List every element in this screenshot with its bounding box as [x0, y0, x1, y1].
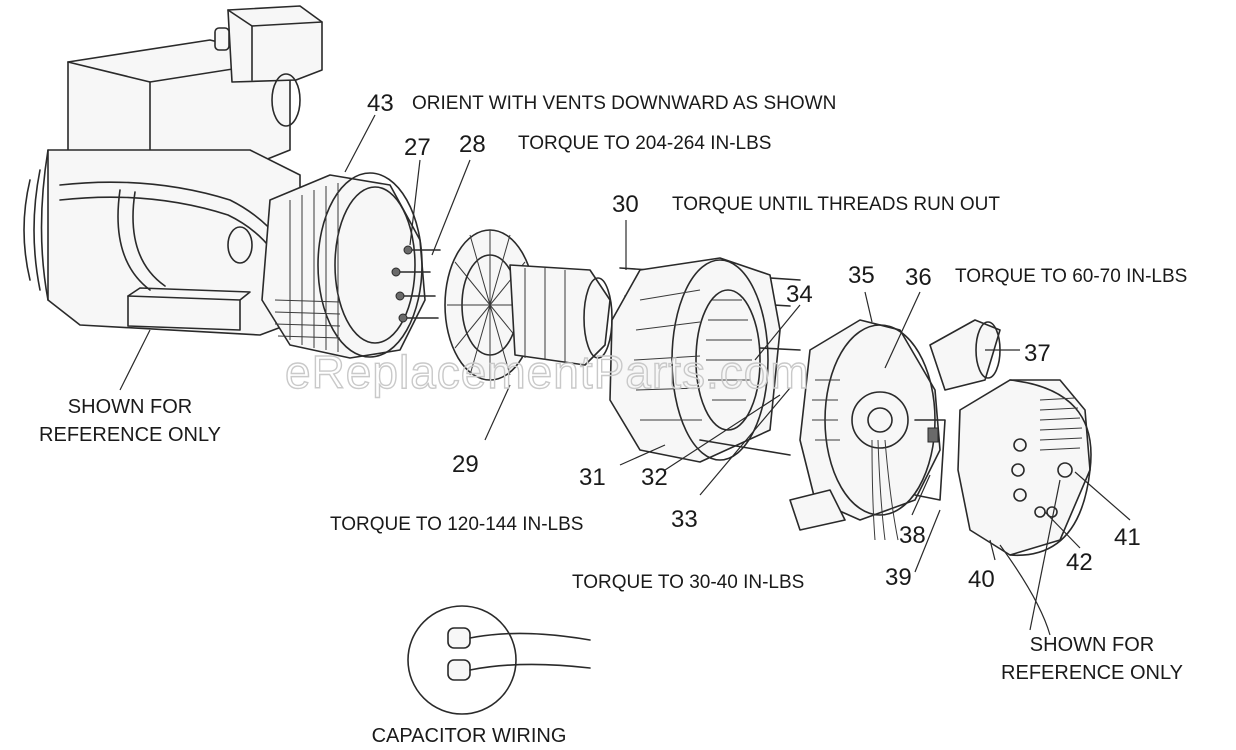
reference-label-left: SHOWN FOR REFERENCE ONLY	[39, 396, 221, 446]
callout-40: 40	[968, 566, 995, 593]
callout-41: 41	[1114, 524, 1141, 551]
rotor-assembly	[444, 229, 641, 381]
callout-30: 30	[612, 191, 639, 218]
note-orient-vents: ORIENT WITH VENTS DOWNWARD AS SHOWN	[412, 93, 836, 114]
callout-36: 36	[905, 264, 932, 291]
note-torque-120-144: TORQUE TO 120-144 IN-LBS	[330, 514, 583, 535]
capacitor-wiring-inset	[407, 605, 591, 715]
callout-32: 32	[641, 464, 668, 491]
leader-lines	[119, 114, 1131, 636]
reference-left-line2: REFERENCE ONLY	[39, 424, 221, 446]
end-cover-panel	[957, 379, 1092, 557]
reference-label-right: SHOWN FOR REFERENCE ONLY	[1001, 634, 1183, 684]
assembly-notes: ORIENT WITH VENTS DOWNWARD AS SHOWN TORQ…	[330, 93, 1187, 593]
callout-35: 35	[848, 262, 875, 289]
watermark-text: eReplacementParts.com	[285, 346, 810, 398]
note-torque-60-70: TORQUE TO 60-70 IN-LBS	[955, 266, 1187, 287]
capacitor-wiring-label: CAPACITOR WIRING	[372, 725, 567, 747]
callout-34: 34	[786, 281, 813, 308]
callout-31: 31	[579, 464, 606, 491]
note-torque-threads: TORQUE UNTIL THREADS RUN OUT	[672, 194, 1000, 215]
engine-illustration	[23, 5, 323, 336]
callout-43: 43	[367, 90, 394, 117]
adapter-housing	[261, 172, 441, 359]
reference-right-line2: REFERENCE ONLY	[1001, 662, 1183, 684]
callout-38: 38	[899, 522, 926, 549]
capacitor	[929, 319, 1001, 391]
stator-assembly	[609, 257, 801, 463]
end-bell	[789, 319, 946, 541]
callout-28: 28	[459, 131, 486, 158]
reference-right-line1: SHOWN FOR	[1030, 634, 1154, 656]
callout-37: 37	[1024, 340, 1051, 367]
callout-42: 42	[1066, 549, 1093, 576]
note-torque-30-40: TORQUE TO 30-40 IN-LBS	[572, 572, 804, 593]
reference-left-line1: SHOWN FOR	[68, 396, 192, 418]
note-torque-204-264: TORQUE TO 204-264 IN-LBS	[518, 133, 771, 154]
callout-29: 29	[452, 451, 479, 478]
callout-27: 27	[404, 134, 431, 161]
callout-33: 33	[671, 506, 698, 533]
callout-numbers: 43 27 28 30 35 36 34 37 29 31 32 33 38 3…	[367, 90, 1141, 593]
callout-39: 39	[885, 564, 912, 591]
